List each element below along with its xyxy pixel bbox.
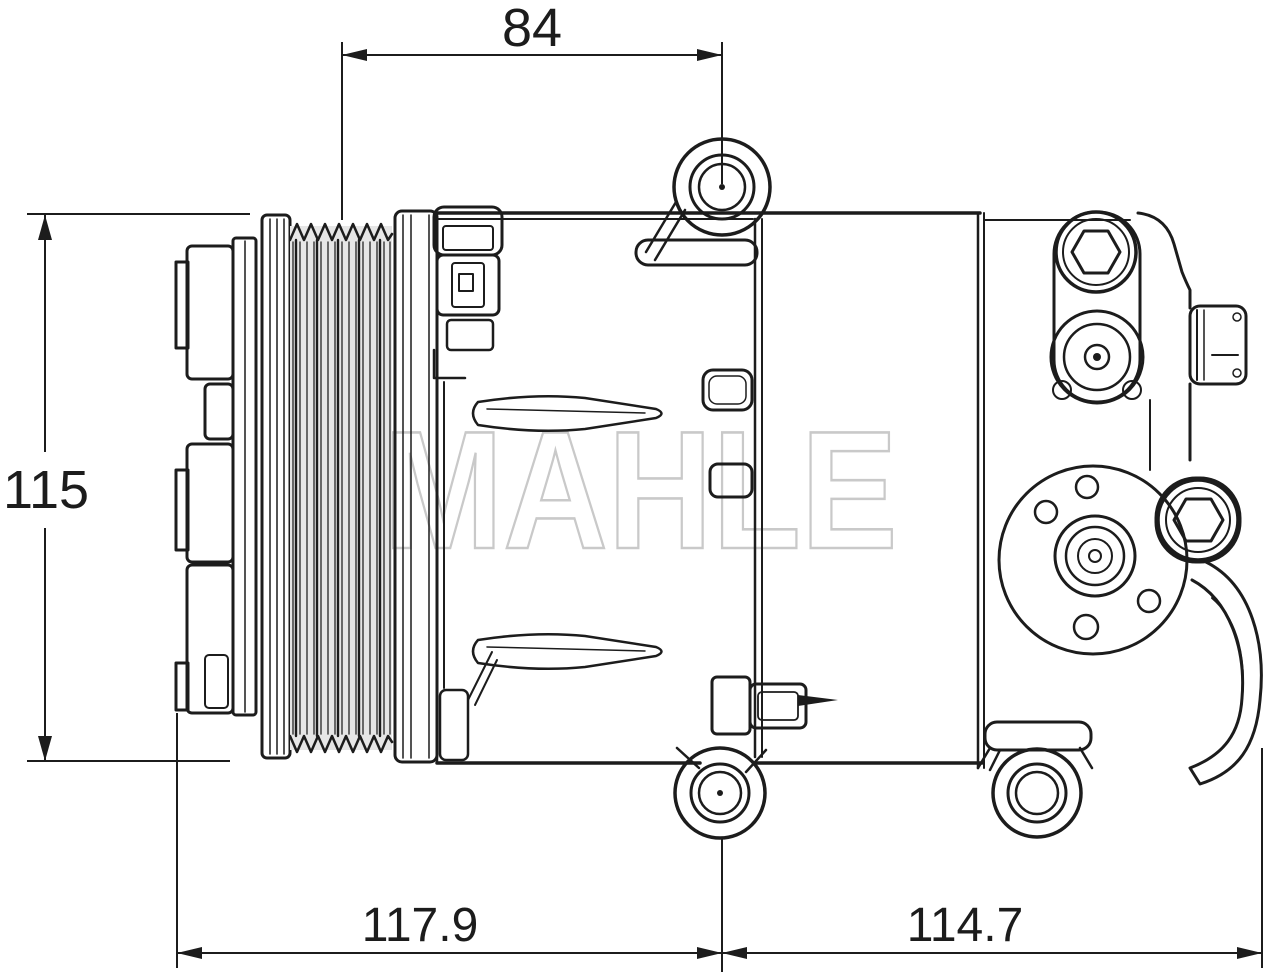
housing-rib-upper bbox=[471, 394, 663, 433]
lower-hex-bolt bbox=[1156, 478, 1240, 562]
rear-bracket bbox=[1188, 560, 1263, 786]
dimension-label-84: 84 bbox=[502, 0, 562, 58]
refrigerant-port bbox=[1188, 304, 1248, 386]
mahle-watermark: MAHLE bbox=[383, 396, 898, 584]
arrowhead-left bbox=[722, 947, 747, 959]
housing-tab-upper bbox=[701, 368, 754, 412]
bottom-mounting-lug bbox=[673, 675, 838, 840]
arrowhead-left bbox=[177, 947, 202, 959]
dimension-top-width: 84 bbox=[341, 0, 723, 220]
upper-hex-bolt bbox=[1054, 210, 1138, 294]
upper-flange bbox=[1049, 309, 1145, 405]
arrowhead-right bbox=[697, 49, 722, 61]
rear-foot bbox=[976, 720, 1094, 839]
dimension-label-117-9: 117.9 bbox=[362, 899, 479, 952]
dimension-label-114-7: 114.7 bbox=[907, 899, 1024, 952]
electrical-connector bbox=[432, 205, 504, 380]
clutch-hub bbox=[174, 236, 258, 717]
housing-tab-lower bbox=[708, 462, 754, 499]
control-valve bbox=[710, 675, 838, 736]
dimension-bottom-right-width: 114.7 bbox=[721, 748, 1263, 972]
dimension-label-115: 115 bbox=[3, 460, 89, 520]
compressor-line-art bbox=[174, 137, 1263, 840]
front-housing bbox=[432, 205, 982, 765]
housing-rib-lower bbox=[471, 632, 663, 671]
top-mounting-lug bbox=[634, 137, 772, 267]
dimension-bottom-left-width: 117.9 bbox=[176, 713, 722, 968]
armature-plate bbox=[231, 236, 258, 717]
arrowhead-right bbox=[1237, 947, 1262, 959]
valve-needle bbox=[798, 695, 838, 706]
dimension-left-height: 115 bbox=[3, 213, 250, 762]
pulley-groove-ridges bbox=[292, 241, 391, 735]
dimension-annotations: 84 115 117.9 114.7 bbox=[3, 0, 1263, 972]
arrowhead-left bbox=[342, 49, 367, 61]
rear-body bbox=[755, 211, 985, 770]
rear-head bbox=[976, 210, 1263, 839]
belt-pulley bbox=[260, 209, 439, 764]
arrowhead-down bbox=[38, 736, 52, 761]
arrowhead-up bbox=[38, 215, 52, 240]
rear-bearing-housing bbox=[997, 464, 1189, 656]
arrowhead-right bbox=[697, 947, 722, 959]
